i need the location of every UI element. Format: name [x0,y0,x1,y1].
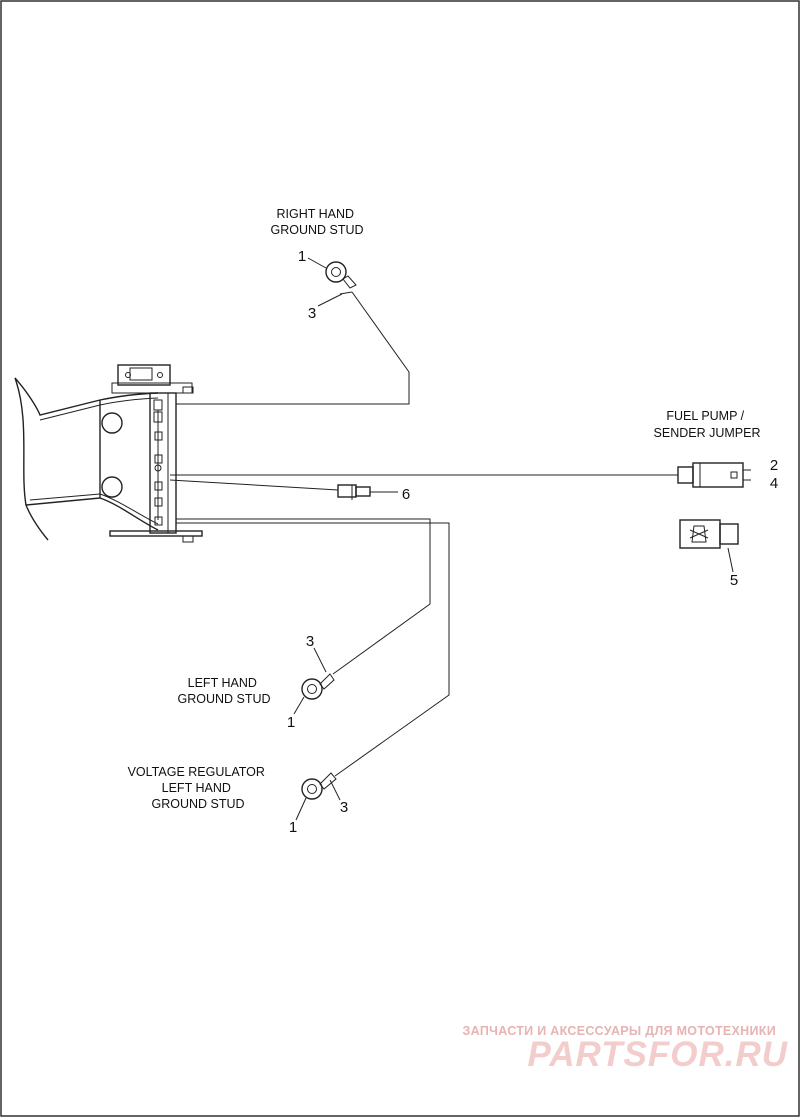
vr-ground-label-line2: LEFT HAND [162,781,231,795]
callout-leaders [293,257,734,821]
rh-ground-label: RIGHT HAND GROUND STUD [270,207,363,237]
lh-ground-label-line2: GROUND STUD [177,692,270,706]
lh-ground-label-line1: LEFT HAND [188,676,257,690]
rh-ground-terminal [325,261,357,295]
fuel-pump-label-line1: FUEL PUMP / [666,409,744,423]
wire-harness [169,291,678,777]
callout-connector-lock: 5 [730,572,738,589]
lh-ground-terminal [301,673,335,700]
watermark-tagline: ЗАПЧАСТИ И АКСЕССУАРЫ ДЛЯ МОТОТЕХНИКИ [463,1024,776,1038]
callout-lh-splice: 3 [306,633,314,650]
rh-ground-label-line2: GROUND STUD [270,223,363,237]
vr-ground-label-line1: VOLTAGE REGULATOR [128,765,265,779]
callout-small-connector: 6 [402,486,410,503]
connector-lock [679,519,739,549]
fuel-pump-label-line2: SENDER JUMPER [654,426,761,440]
callout-rh-ring: 1 [298,248,306,265]
callout-fuel-connector-bottom: 4 [770,475,778,492]
callout-rh-splice: 3 [308,305,316,322]
fuel-pump-label: FUEL PUMP / SENDER JUMPER [654,409,761,440]
watermark-brand: PARTSFOR.RU [527,1035,788,1074]
callout-vr-splice: 3 [340,799,348,816]
small-connector [337,484,371,500]
lh-ground-label: LEFT HAND GROUND STUD [177,676,270,706]
vr-ground-terminal [301,772,337,800]
callout-lh-ring: 1 [287,714,295,731]
callout-fuel-connector-top: 2 [770,457,778,474]
rh-ground-label-line1: RIGHT HAND [276,207,354,221]
vr-ground-label: VOLTAGE REGULATOR LEFT HAND GROUND STUD [128,765,269,811]
frame-section [14,364,203,543]
fuel-pump-connector [677,462,751,488]
vr-ground-label-line3: GROUND STUD [151,797,244,811]
callout-vr-ring: 1 [289,819,297,836]
